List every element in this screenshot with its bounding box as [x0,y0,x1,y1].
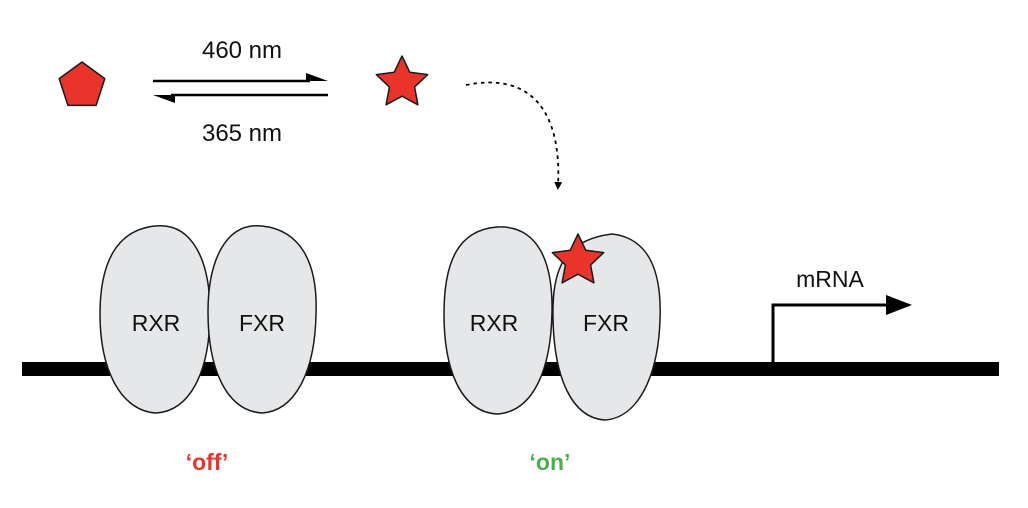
bound-ligand-star [551,233,605,284]
on-complex: RXR FXR ‘on’ [443,226,661,475]
transcription-arrow [771,295,912,362]
forward-arrow [153,73,328,83]
binding-dotted-arrow [465,81,563,190]
rxr-protein [443,226,553,415]
reverse-arrow [153,93,328,103]
rxr-label: RXR [470,310,519,336]
rxr-protein [99,225,211,414]
off-complex: RXR FXR ‘off’ [99,225,317,475]
inactive-ligand-pentagon [58,61,106,107]
rxr-label: RXR [132,310,181,336]
mrna-label: mRNA [796,266,864,292]
active-ligand-star [375,55,429,106]
fxr-label: FXR [239,310,285,336]
fxr-protein [207,225,317,414]
on-state-label: ‘on’ [530,449,571,475]
off-state-label: ‘off’ [186,449,229,475]
forward-wavelength-label: 460 nm [202,37,282,64]
fxr-label: FXR [583,310,629,336]
fxr-protein [552,233,661,421]
reverse-wavelength-label: 365 nm [202,120,282,147]
